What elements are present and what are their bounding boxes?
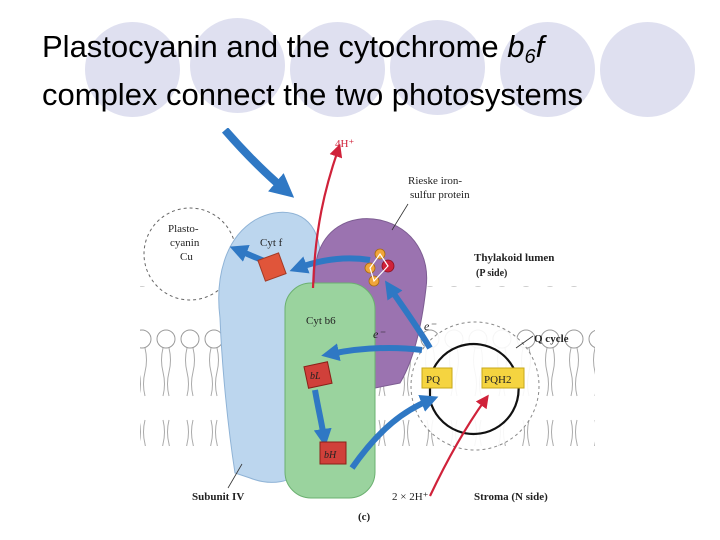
- cyt-b6-protein: [284, 282, 376, 499]
- title-line2: complex connect the two photosystems: [42, 77, 584, 112]
- decorative-circle: [390, 20, 485, 115]
- plastocyanin-label: Cu: [180, 251, 193, 263]
- q-cycle-arrow: [428, 342, 520, 436]
- title-f: f: [535, 29, 545, 64]
- subunit-iv-label: Subunit IV: [192, 491, 244, 503]
- decorative-circle: [290, 22, 385, 117]
- decorative-circle: [85, 22, 180, 117]
- title-subscript: 6: [524, 46, 536, 68]
- q-to-bl-arrow: [321, 343, 423, 362]
- q-cycle-label: Q cycle: [534, 333, 569, 345]
- bh-heme: [319, 441, 347, 465]
- rieske-leader: [391, 203, 409, 231]
- pq-box: [421, 367, 453, 389]
- e-minus-label: e⁻: [373, 327, 386, 341]
- q-cycle-leader: [515, 335, 534, 349]
- pqh2-box: [481, 367, 525, 389]
- cyt-f-heme: [257, 252, 287, 282]
- pq-label: PQ: [426, 374, 440, 386]
- bl-heme: [303, 361, 333, 389]
- proton-uptake-label: 2 × 2H⁺: [392, 491, 429, 503]
- four-h-label: 4H⁺: [335, 138, 354, 150]
- fe-s-cluster: [364, 248, 395, 287]
- plastocyanin-label: Plasto-: [168, 223, 199, 235]
- rieske-to-cytf-arrow: [289, 255, 371, 274]
- q-to-rieske-arrow: [385, 280, 433, 350]
- decorative-circle: [190, 18, 285, 113]
- bh-to-pq-arrow: [349, 394, 439, 470]
- decorative-circle: [600, 22, 695, 117]
- stroma-label: Stroma (N side): [474, 491, 548, 503]
- rieske-label: sulfur protein: [410, 189, 470, 201]
- thylakoid-side-label: (P side): [476, 268, 507, 279]
- bl-label: bL: [310, 371, 321, 382]
- panel-label: (c): [358, 511, 371, 523]
- cyt-f-label: Cyt f: [260, 237, 283, 249]
- bh-label: bH: [324, 450, 337, 461]
- title-line1-prefix: Plastocyanin and the cytochrome: [42, 29, 508, 64]
- cyt-b6-label: Cyt b6: [306, 315, 336, 327]
- title-b: b: [507, 29, 525, 64]
- pqh2-label: PQH2: [484, 374, 512, 386]
- slide-title: Plastocyanin and the cytochrome b6f comp…: [42, 28, 702, 114]
- thylakoid-label: Thylakoid lumen: [474, 252, 554, 264]
- rieske-label: Rieske iron-: [408, 175, 462, 187]
- e-minus-label: e⁻: [424, 319, 437, 333]
- proton-release-arrow: [311, 143, 343, 289]
- cytochrome-b6f-diagram: Plasto- cyanin Cu 4H⁺ Rieske: [130, 128, 600, 530]
- proton-uptake-arrow: [429, 394, 489, 497]
- decorative-circle: [500, 22, 595, 117]
- incoming-electron-arrow: [221, 128, 295, 198]
- bl-to-bh-arrow: [312, 389, 332, 447]
- subunit-iv-leader: [227, 463, 243, 489]
- plastocyanin-label: cyanin: [170, 237, 200, 249]
